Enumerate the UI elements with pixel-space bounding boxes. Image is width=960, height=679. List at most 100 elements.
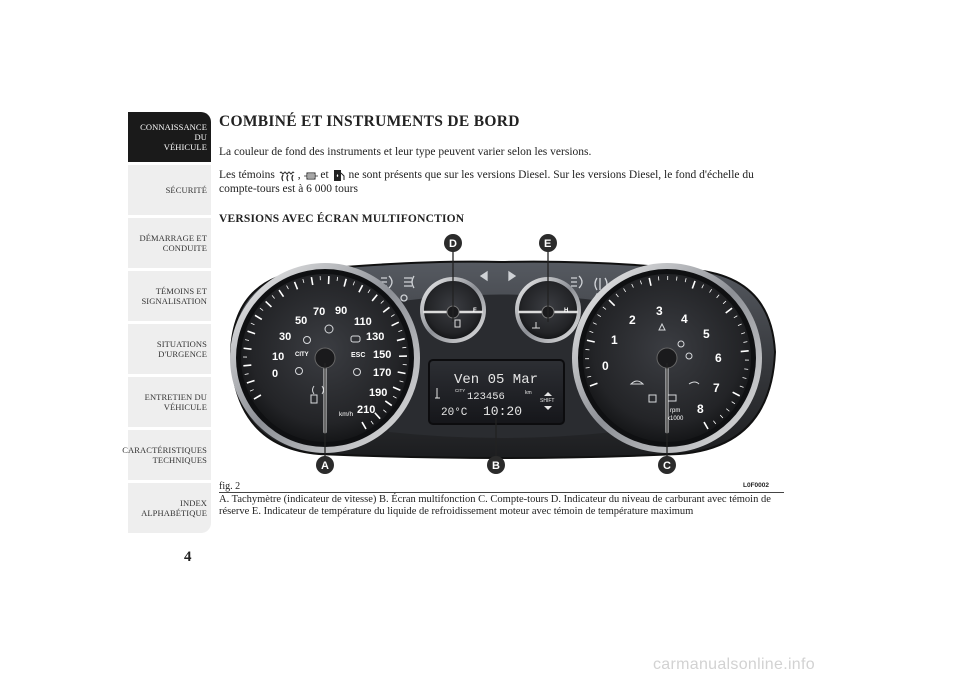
dial-tick — [392, 386, 401, 392]
dial-tick — [336, 276, 339, 281]
dial-tick — [390, 314, 395, 317]
temp-hot-label: H — [564, 308, 568, 314]
turn-signals-icon — [479, 270, 517, 282]
tacho-warning-icons — [629, 322, 700, 403]
fuel-full-label: F — [473, 308, 477, 314]
sidebar-item-situations[interactable]: SITUATIONS D'URGENCE — [128, 324, 211, 374]
sidebar-item-temoins[interactable]: TÉMOINS ET SIGNALISATION — [128, 271, 211, 321]
dial-tick — [247, 330, 256, 335]
sidebar-item-demarrage[interactable]: DÉMARRAGE ET CONDUITE — [128, 218, 211, 268]
dial-tick — [396, 337, 405, 342]
callout-a — [316, 456, 334, 474]
dial-tick — [726, 408, 730, 412]
speedometer-ticks — [243, 276, 407, 430]
dial-tick — [374, 412, 381, 420]
sidebar-item-entretien[interactable]: ENTRETIEN DU VÉHICULE — [128, 377, 211, 427]
dial-tick — [286, 285, 289, 290]
airbag-icon — [677, 340, 685, 348]
para-sep: et — [320, 169, 329, 182]
figure-code: L0F0002 — [743, 482, 770, 489]
dial-tick — [265, 300, 272, 308]
speedo-label-50: 50 — [295, 315, 307, 327]
sidebar-item-label: SÉCURITÉ — [165, 185, 207, 195]
low-beam-icon — [404, 275, 415, 289]
speedo-label-0: 0 — [272, 368, 278, 380]
dial-tick — [352, 281, 355, 286]
dial-tick — [399, 380, 404, 383]
tacho-label-2: 2 — [629, 313, 636, 327]
cruise-icon — [303, 336, 311, 344]
speedo-label-90: 90 — [335, 305, 347, 317]
tacho-label-3: 3 — [656, 304, 663, 318]
dial-tick — [623, 288, 627, 293]
dial-tick — [384, 400, 393, 407]
speedo-unit: km/h — [339, 411, 353, 418]
display-temperature: 20°C — [441, 407, 468, 419]
dial-tick — [244, 373, 249, 375]
dial-tick — [402, 346, 407, 349]
dial-tick — [602, 306, 607, 310]
callout-c-label: C — [663, 460, 671, 472]
section-sidebar: CONNAISSANCE DU VÉHICULE SÉCURITÉ DÉMARR… — [122, 112, 211, 536]
dial-tick — [361, 421, 367, 430]
fuel-filter-icon — [648, 394, 657, 403]
dial-tick — [742, 377, 747, 379]
sidebar-item-securite[interactable]: SÉCURITÉ — [128, 165, 211, 215]
dial-tick — [709, 289, 712, 293]
fuel-pump-icon — [454, 319, 461, 328]
dial-tick — [701, 284, 704, 289]
diesel-paragraph: Les témoins , et ne sont présents que su… — [219, 169, 779, 196]
speedo-label-210: 210 — [357, 404, 375, 416]
speedo-label-150: 150 — [373, 349, 391, 361]
dial-tick — [731, 401, 736, 405]
tacho-label-5: 5 — [703, 327, 710, 341]
display-shift: SHIFT — [540, 398, 554, 404]
dial-tick — [713, 420, 717, 425]
tacho-label-8: 8 — [697, 402, 704, 416]
tacho-mult: x1000 — [667, 416, 684, 422]
callout-e — [539, 234, 557, 252]
dial-tick — [397, 371, 406, 375]
sidebar-item-index[interactable]: INDEX ALPHABÉTIQUE — [128, 483, 211, 533]
speedo-label-30: 30 — [279, 331, 291, 343]
abs-icon — [350, 335, 361, 343]
speedo-label-110: 110 — [354, 316, 372, 328]
dial-tick — [725, 307, 733, 314]
sidebar-item-label: INDEX ALPHABÉTIQUE — [141, 498, 207, 518]
dial-tick — [740, 350, 749, 353]
coolant-icon — [532, 322, 540, 329]
dial-tick — [371, 294, 378, 302]
dial-tick — [733, 315, 738, 319]
dial-tick — [743, 341, 748, 343]
callout-d — [444, 234, 462, 252]
dial-tick — [382, 306, 390, 313]
sidebar-item-label: CONNAISSANCE DU VÉHICULE — [140, 122, 207, 152]
dial-tick — [719, 414, 724, 419]
fuel-level-icon — [435, 388, 440, 399]
callout-b — [487, 456, 505, 474]
figure-caption: A. Tachymètre (indicateur de vitesse) B.… — [219, 494, 771, 517]
sidebar-item-caracteristiques[interactable]: CARACTÉRISTIQUES TECHNIQUES — [122, 430, 211, 480]
sidebar-item-label: ENTRETIEN DU VÉHICULE — [144, 392, 207, 412]
dial-tick — [249, 389, 254, 392]
dial-tick — [310, 277, 314, 286]
sidebar-item-label: CARACTÉRISTIQUES TECHNIQUES — [122, 445, 207, 465]
dial-tick — [243, 364, 252, 367]
dial-tick — [639, 280, 642, 285]
front-fog-icon — [381, 275, 393, 289]
dial-tick — [398, 329, 403, 332]
dial-tick — [592, 322, 597, 325]
intro-paragraph: La couleur de fond des instruments et le… — [219, 146, 592, 158]
dial-tick — [278, 289, 285, 298]
speedo-label-70: 70 — [313, 306, 325, 318]
callout-c — [658, 456, 676, 474]
tpms-icon — [295, 367, 303, 375]
page-title: COMBINÉ ET INSTRUMENTS DE BORD — [219, 113, 520, 130]
shift-arrows-icon — [544, 392, 552, 410]
dial-tick — [343, 278, 347, 287]
dial-tick — [737, 323, 742, 327]
sidebar-item-connaissance[interactable]: CONNAISSANCE DU VÉHICULE — [128, 112, 211, 162]
dial-tick — [587, 375, 592, 378]
dial-tick — [691, 280, 696, 289]
para-sep: , — [297, 169, 301, 182]
